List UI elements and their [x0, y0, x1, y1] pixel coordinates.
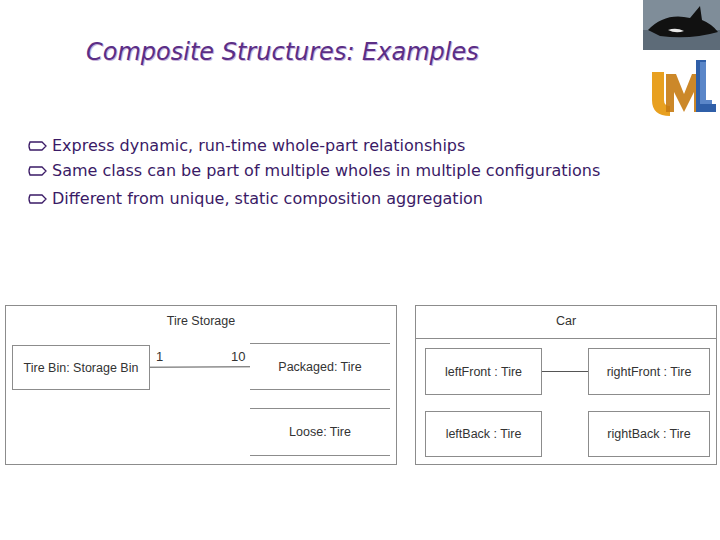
structured-class: Car leftFront : Tire rightFront : Tire left… [415, 305, 717, 465]
orca-photo [643, 0, 720, 50]
part-name: rightFront : Tire [607, 365, 692, 379]
class-name: Car [416, 306, 716, 339]
connector [150, 366, 250, 367]
multiplicity: 1 [156, 349, 163, 364]
part-box: leftBack : Tire [425, 411, 542, 457]
bullet-text: Different from unique, static compositio… [52, 189, 483, 208]
bullet-text: Express dynamic, run-time whole-part rel… [52, 136, 465, 155]
part-box: leftFront : Tire [425, 348, 542, 395]
structured-class: Tire StorageTire Bin: Storage Bin Package… [5, 305, 397, 465]
bullet-pen [29, 142, 46, 203]
part-box: Loose: Tire [250, 408, 390, 456]
part-box: rightBack : Tire [588, 411, 710, 457]
part-name: rightBack : Tire [607, 427, 690, 441]
part-name: Tire Bin: Storage Bin [24, 361, 139, 375]
part-name: Loose: Tire [289, 425, 351, 439]
part-box: Tire Bin: Storage Bin [12, 345, 150, 390]
part-box: Packaged: Tire [250, 343, 390, 390]
bullet-text: Same class can be part of multiple whole… [52, 161, 600, 180]
part-name: leftFront : Tire [445, 365, 522, 379]
connector [542, 371, 588, 372]
uml-logo [652, 60, 716, 116]
part-name: leftBack : Tire [446, 427, 522, 441]
part-name: Packaged: Tire [278, 360, 361, 374]
class-name: Tire Storage [6, 306, 396, 338]
part-box: rightFront : Tire [588, 348, 710, 395]
slide-title: Composite Structures: Examples [86, 38, 479, 66]
multiplicity: 10 [231, 349, 245, 364]
